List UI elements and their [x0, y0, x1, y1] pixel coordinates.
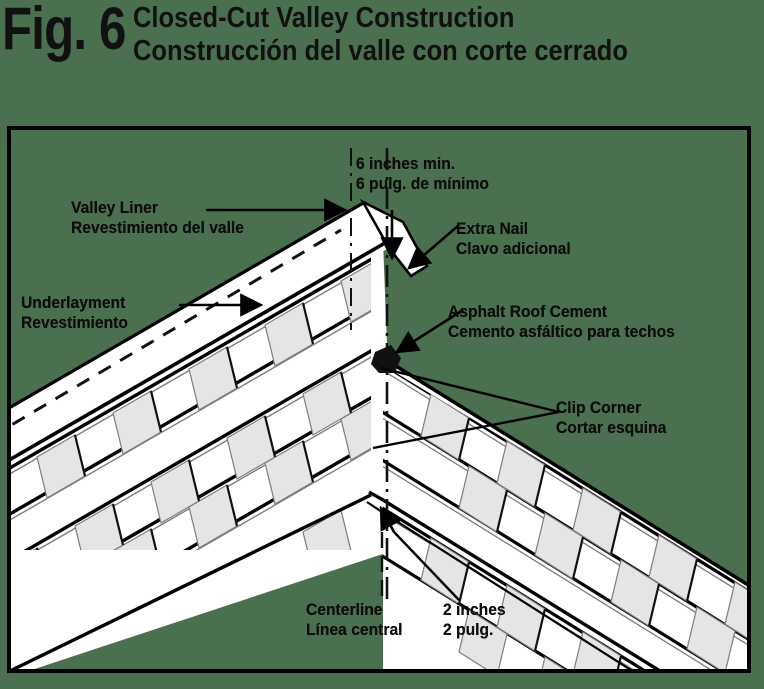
shingle-tab	[36, 258, 371, 499]
label-clip-corner-es: Cortar esquina	[556, 418, 667, 437]
shingle-tab	[112, 396, 371, 550]
right-eave-line-inner	[366, 501, 632, 669]
clip-corner-leader-a	[380, 366, 560, 414]
shingle-tab	[458, 609, 584, 669]
label-clip-corner: Clip Corner Cortar esquina	[556, 398, 666, 438]
label-asphalt-cement-en: Asphalt Roof Cement	[448, 302, 608, 321]
valley-liner-top-edge	[11, 200, 366, 409]
right-eave-line	[368, 490, 661, 669]
label-underlayment: Underlayment Revestimiento	[21, 293, 128, 333]
left-shingle-courses	[11, 247, 371, 550]
label-six-inches-es: 6 pulg. de mínimo	[356, 174, 489, 193]
label-centerline-en: Centerline	[306, 600, 383, 619]
label-extra-nail-en: Extra Nail	[456, 219, 529, 238]
left-shingle-cut-edge	[11, 241, 386, 461]
left-roof-plane	[11, 200, 395, 669]
label-valley-liner-en: Valley Liner	[71, 198, 158, 217]
label-two-inches-es: 2 pulg.	[443, 620, 494, 639]
clip-corner-leader-b	[372, 410, 560, 450]
figure-number: Fig. 6	[2, 0, 126, 62]
shingle-keyway	[35, 302, 353, 550]
figure-title-spanish: Construcción del valle con corte cerrado	[133, 35, 628, 67]
extra-nail-leader	[407, 224, 460, 270]
underlayment-dashed-line-white	[11, 233, 342, 432]
label-two-inches: 2 inches 2 pulg.	[443, 600, 506, 640]
label-centerline: Centerline Línea central	[306, 600, 402, 640]
label-extra-nail-es: Clavo adicional	[456, 239, 571, 258]
valley-ridge-lines	[11, 490, 661, 669]
label-valley-liner-es: Revestimiento del valle	[71, 218, 244, 237]
label-two-inches-en: 2 inches	[443, 600, 506, 619]
label-underlayment-es: Revestimiento	[21, 313, 128, 332]
shingle-tab	[11, 371, 352, 550]
left-eave-line	[11, 493, 372, 669]
right-shingle-valley-edge	[382, 356, 747, 587]
label-centerline-es: Línea central	[306, 620, 403, 639]
label-valley-liner: Valley Liner Revestimiento del valle	[71, 198, 244, 238]
underlayment-dashed-line	[11, 228, 342, 427]
label-asphalt-cement-es: Cemento asfáltico para techos	[448, 322, 675, 341]
label-asphalt-cement: Asphalt Roof Cement Cemento asfáltico pa…	[448, 302, 675, 342]
figure-header: Fig. 6 Closed-Cut Valley Construction Co…	[0, 0, 764, 120]
diagram-frame: Valley Liner Revestimiento del valle Und…	[7, 126, 751, 673]
two-inch-arrow	[379, 505, 402, 533]
valley-liner-band-left	[11, 203, 389, 467]
asphalt-cement-leader	[394, 308, 464, 354]
label-underlayment-en: Underlayment	[21, 293, 126, 312]
label-extra-nail: Extra Nail Clavo adicional	[456, 219, 571, 259]
roof-valley-illustration	[11, 130, 747, 669]
right-shingle-courses	[383, 365, 747, 669]
label-clip-corner-en: Clip Corner	[556, 398, 642, 417]
label-six-inches-en: 6 inches min.	[356, 154, 456, 173]
two-inch-leader	[393, 531, 460, 601]
figure-title-block: Closed-Cut Valley Construction Construcc…	[133, 2, 695, 68]
right-roof-plane	[382, 356, 747, 669]
figure-title-english: Closed-Cut Valley Construction	[133, 2, 515, 34]
label-six-inches: 6 inches min. 6 pulg. de mínimo	[356, 154, 489, 194]
shingle-tab	[420, 537, 622, 669]
